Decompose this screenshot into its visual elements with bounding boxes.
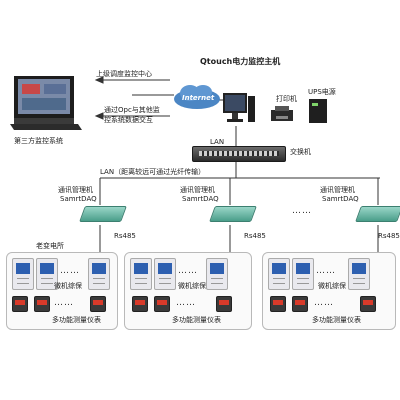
relay-device [206, 258, 228, 290]
gateway-ellipsis: …… [292, 206, 312, 216]
multi-meter-label-3: 多功能测量仪表 [312, 316, 361, 324]
gateway-3-label-line2: SamrtDAQ [322, 195, 359, 203]
internet-label: Internet [182, 94, 214, 102]
rs485-label-3: Rs485 [378, 232, 400, 240]
ups-label: UPS电源 [308, 88, 336, 96]
gateway-1-label-line1: 通讯管理机 [58, 186, 93, 194]
relay-protect-label-3: 微机综保 [318, 282, 346, 290]
gateway-3-label-line1: 通讯管理机 [320, 186, 355, 194]
gateway-1 [79, 206, 127, 222]
switch-label: 交换机 [290, 148, 311, 156]
ups-icon [308, 98, 328, 124]
substation-label: 老变电所 [36, 242, 64, 250]
relay-device [88, 258, 110, 290]
meter-device [360, 296, 376, 312]
gateway-2-label-line2: SamrtDAQ [182, 195, 219, 203]
meter-device [154, 296, 170, 312]
printer-label: 打印机 [276, 95, 297, 103]
meter-device [132, 296, 148, 312]
third-party-label: 第三方监控系统 [14, 137, 63, 145]
relay-protect-label-1: 微机综保 [54, 282, 82, 290]
gateway-2 [209, 206, 257, 222]
gateway-3 [355, 206, 400, 222]
host-monitor-icon [222, 92, 256, 126]
gateway-2-label-line1: 通讯管理机 [180, 186, 215, 194]
meter-device [12, 296, 28, 312]
network-switch [192, 146, 286, 162]
relay-protect-label-2: 微机综保 [178, 282, 206, 290]
gateway-1-label-line2: SamrtDAQ [60, 195, 97, 203]
relay-device [268, 258, 290, 290]
main-host-label: Qtouch电力监控主机 [200, 58, 280, 66]
opc-label-line2: 控系统数据交互 [104, 116, 153, 124]
relay-device [130, 258, 152, 290]
multi-meter-label-1: 多功能测量仪表 [52, 316, 101, 324]
meter-ellipsis: …… [54, 298, 74, 308]
meter-ellipsis: …… [314, 298, 334, 308]
printer-icon [270, 105, 294, 123]
meter-device [292, 296, 308, 312]
lan-top-label: LAN [210, 138, 224, 146]
opc-label-line1: 通过Opc与其他监 [104, 106, 160, 114]
lan-fiber-label: LAN（距离较远可通过光纤传输） [100, 168, 205, 176]
relay-ellipsis: …… [316, 266, 336, 276]
meter-device [270, 296, 286, 312]
meter-ellipsis: …… [176, 298, 196, 308]
relay-ellipsis: …… [60, 266, 80, 276]
rs485-label-1: Rs485 [114, 232, 136, 240]
relay-device [348, 258, 370, 290]
relay-device [12, 258, 34, 290]
meter-device [216, 296, 232, 312]
laptop-icon [10, 74, 82, 132]
relay-device [154, 258, 176, 290]
meter-device [34, 296, 50, 312]
multi-meter-label-2: 多功能测量仪表 [172, 316, 221, 324]
rs485-label-2: Rs485 [244, 232, 266, 240]
upper-center-label: 上级调度监控中心 [96, 70, 152, 78]
relay-device [292, 258, 314, 290]
meter-device [90, 296, 106, 312]
relay-ellipsis: …… [178, 266, 198, 276]
